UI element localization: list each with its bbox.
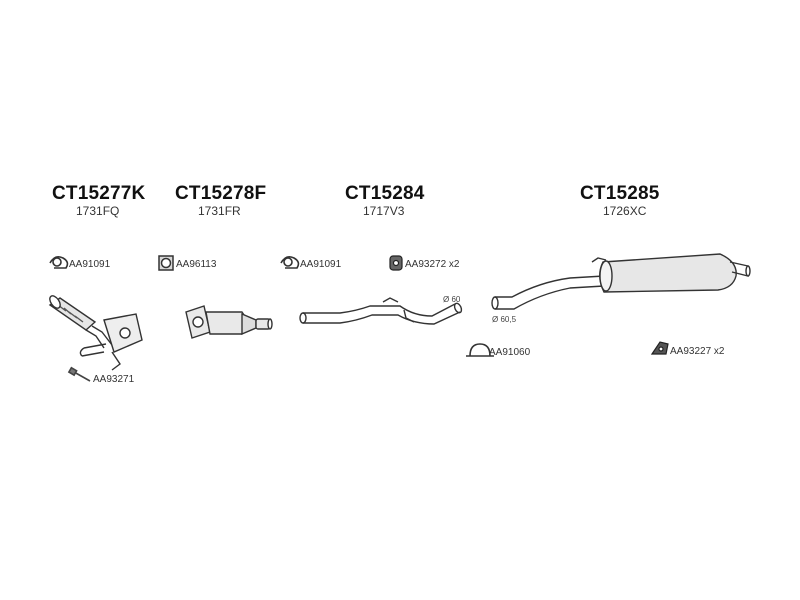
part-ref-1731fq: 1731FQ [76,204,120,218]
clamp-icon [466,343,494,357]
part-code-ct15278f: CT15278F [175,183,267,204]
intermediate-pipe-drawing [299,297,463,325]
clamp-icon [280,256,300,269]
part-code-ct15277k: CT15277K [52,183,146,204]
accessory-label-bolt: AA93271 [93,374,135,385]
clamp-icon [49,256,69,269]
part-code-ct15284: CT15284 [345,183,425,204]
rear-silencer-drawing [491,253,751,310]
accessory-label-rubber-mount: AA93272 x2 [405,259,460,270]
gasket-icon [158,255,174,271]
accessory-label-clamp: AA91060 [489,347,531,358]
accessory-label-clamp: AA91091 [300,259,342,270]
rubber-mount-icon [389,255,403,271]
dimension-label-tail: Ø 60,5 [492,315,517,324]
accessory-label-rubber-mount: AA93227 x2 [670,346,725,357]
front-pipe-flex-drawing [48,295,143,371]
accessory-label-gasket: AA96113 [176,259,217,270]
accessory-label-clamp: AA91091 [69,259,111,270]
part-ref-1731fr: 1731FR [198,204,241,218]
rubber-mount-icon [650,341,669,355]
part-ref-1726xc: 1726XC [603,204,647,218]
part-code-ct15285: CT15285 [580,183,660,204]
catalytic-converter-drawing [185,305,273,339]
part-ref-1717v3: 1717V3 [363,204,405,218]
dimension-label-pipe: Ø 60 [443,295,461,304]
bolt-icon [67,366,91,382]
